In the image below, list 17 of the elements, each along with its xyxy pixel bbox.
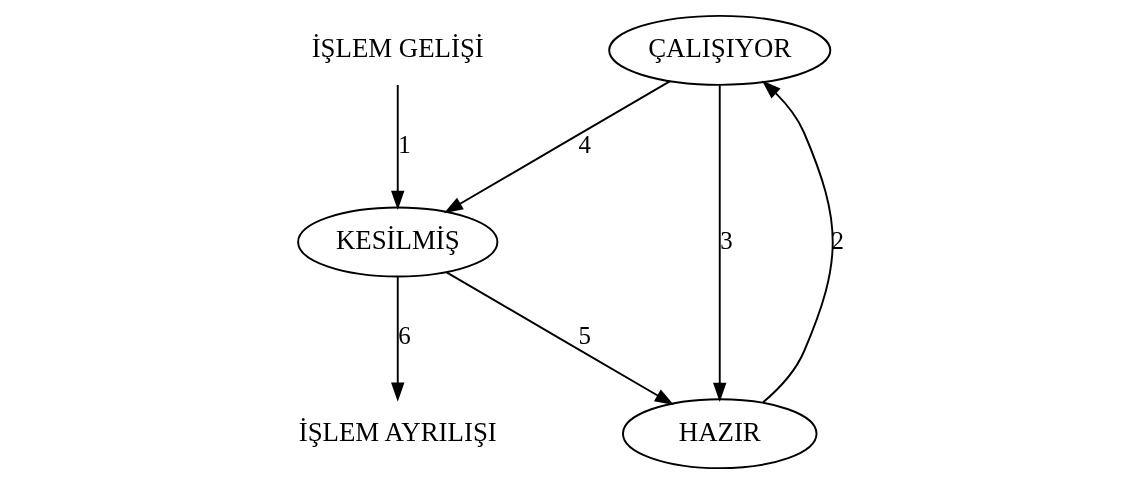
node-ellipse: KESİLMİŞ [297,206,499,278]
node-text: İŞLEM AYRILIŞI [298,416,497,447]
arrow [761,80,834,404]
arrow [391,84,405,211]
edge-label: 2 [831,226,844,254]
edge-label: 1 [398,130,411,158]
arrow [443,80,672,214]
arrow [445,271,674,406]
edge-label: 6 [398,322,411,350]
edge-label: 3 [720,226,733,254]
edge-label: 5 [578,322,591,350]
arrow [713,84,727,402]
node-ellipse: ÇALIŞIYOR [608,14,832,86]
node-ellipse: HAZIR [622,398,818,470]
arrow [391,275,405,402]
edge-label: 4 [578,130,591,158]
node-text: İŞLEM GELİŞİ [311,33,484,64]
